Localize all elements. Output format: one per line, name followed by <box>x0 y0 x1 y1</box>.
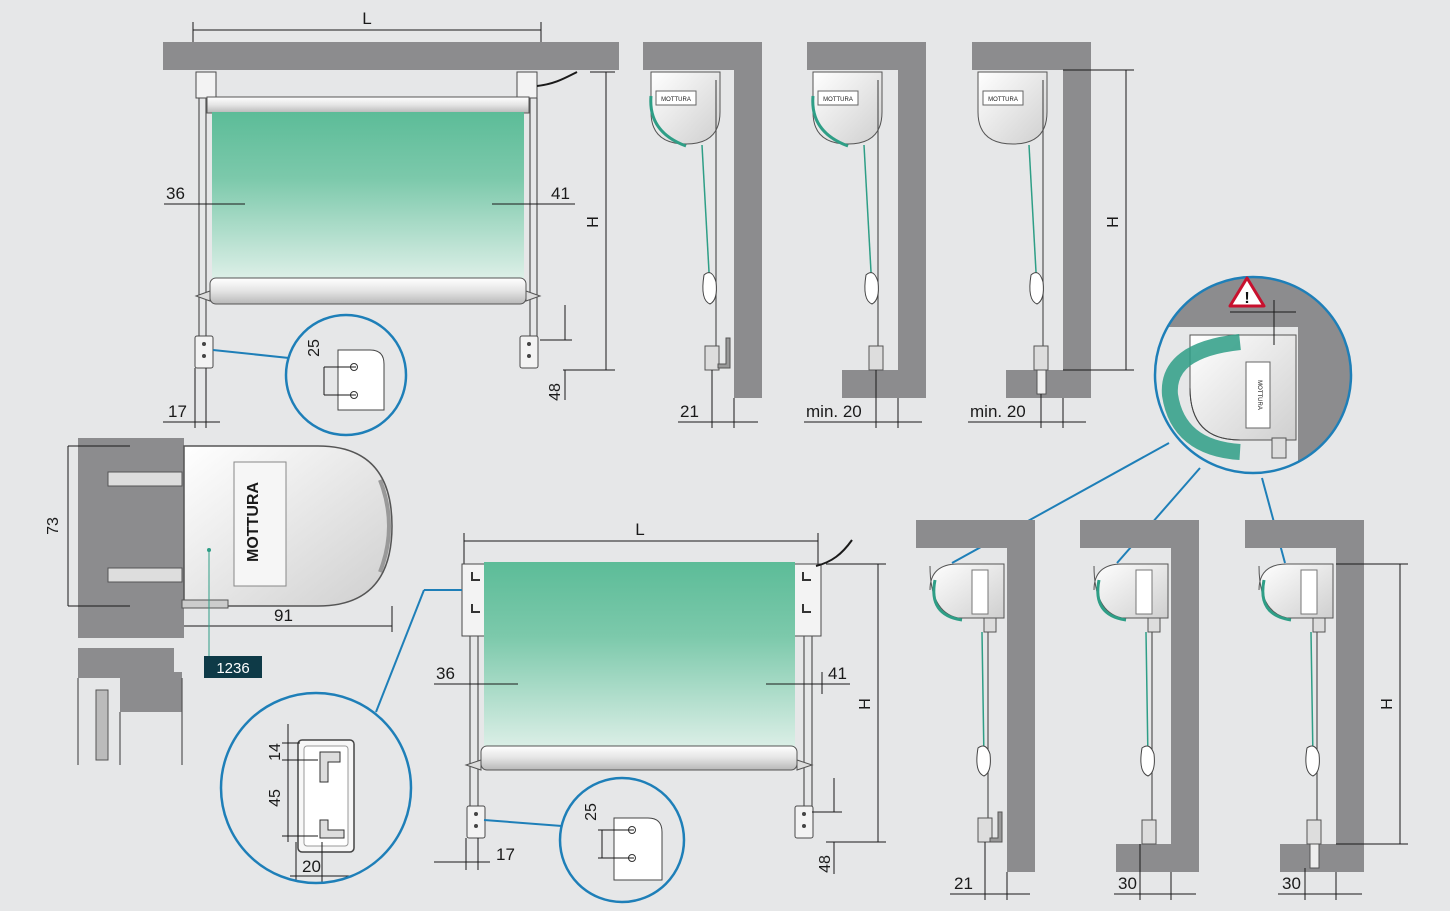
front-view-bottom: L 36 41 H 48 17 <box>375 520 886 874</box>
left-bracket <box>195 71 217 99</box>
bracket-dim-14: 14 <box>267 743 284 761</box>
side-view-1: MOTTURA 21 <box>643 42 762 428</box>
brand-logo-section: MOTTURA <box>245 482 262 562</box>
brand-logo-2: MOTTURA <box>823 97 853 103</box>
magnifier-floor-fixing-bottom: 25 <box>558 776 686 904</box>
brand-logo-3: MOTTURA <box>988 97 1018 103</box>
min-20-a: min. 20 <box>806 402 862 421</box>
right-bracket <box>516 71 538 99</box>
bracket-dim-45: 45 <box>267 789 284 807</box>
box-height: 73 <box>45 517 62 535</box>
gap-30-a: 30 <box>1118 874 1137 893</box>
hole-spacing-top: 25 <box>306 339 323 357</box>
svg-text:!: ! <box>1244 290 1249 307</box>
bottom-gap-bottom: 48 <box>817 855 834 873</box>
height-label-6: H <box>1379 698 1396 710</box>
magnifier-detail-warning: MOTTURA ! <box>951 275 1353 564</box>
hole-spacing-bottom: 25 <box>583 803 600 821</box>
height-label: H <box>585 216 602 228</box>
height-label-bottom: H <box>857 698 874 710</box>
right-offset-bottom: 41 <box>828 664 847 683</box>
min-20-b: min. 20 <box>970 402 1026 421</box>
article-code: 1236 <box>216 660 249 677</box>
wall-gap-21-top: 21 <box>680 402 699 421</box>
warning-triangle-icon <box>1228 276 1266 308</box>
side-view-6: H 30 <box>1245 520 1408 900</box>
side-view-2: MOTTURA min. 20 <box>804 42 926 428</box>
side-gap-bottom: 17 <box>496 845 515 864</box>
ceiling <box>163 42 619 70</box>
width-label: L <box>362 9 371 28</box>
brand-logo-1: MOTTURA <box>661 97 691 103</box>
front-view-top: L 36 41 H 48 <box>163 9 619 428</box>
height-label-3: H <box>1105 216 1122 228</box>
side-view-5: 30 <box>1080 520 1199 900</box>
bottom-gap: 48 <box>547 383 564 401</box>
right-offset: 41 <box>551 184 570 203</box>
gap-30-b: 30 <box>1282 874 1301 893</box>
width-label-bottom: L <box>635 520 644 539</box>
brand-logo-zoom: MOTTURA <box>1256 380 1262 410</box>
left-offset: 36 <box>166 184 185 203</box>
side-view-4: 21 <box>916 520 1035 900</box>
fabric <box>212 112 524 278</box>
side-gap: 17 <box>168 402 187 421</box>
box-depth: 91 <box>274 606 293 625</box>
side-view-3: MOTTURA H min. 20 <box>968 42 1134 428</box>
cross-section: MOTTURA 73 91 1236 <box>45 438 393 765</box>
bottom-bar <box>209 277 527 305</box>
magnifier-bracket: 14 45 20 <box>219 691 413 885</box>
left-offset-bottom: 36 <box>436 664 455 683</box>
fabric-bottom <box>484 562 795 748</box>
wall-gap-21-bottom: 21 <box>954 874 973 893</box>
magnifier-floor-fixing-top: 25 <box>284 313 408 437</box>
cassette-box <box>183 445 393 607</box>
bracket-dim-20: 20 <box>302 857 321 876</box>
